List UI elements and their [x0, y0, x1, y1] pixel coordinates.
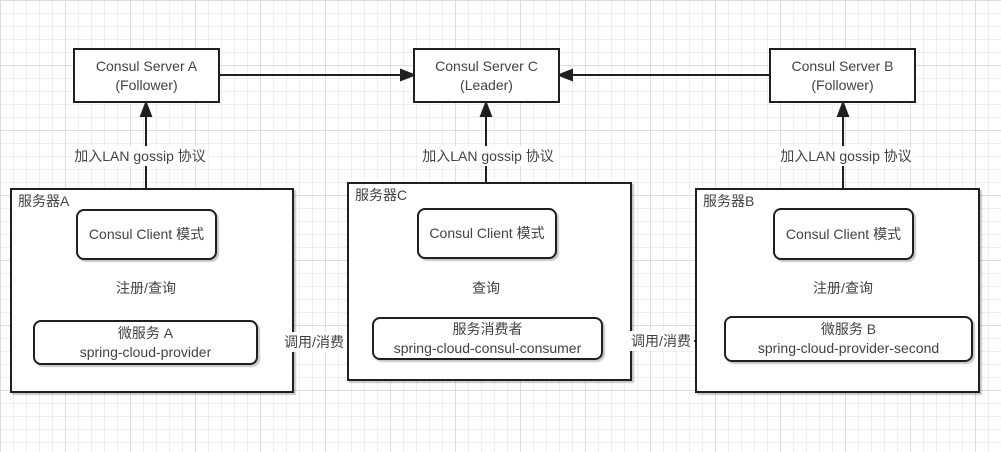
consul-client-a-box: Consul Client 模式: [76, 209, 217, 260]
arrowhead-b-to-c: [556, 68, 573, 82]
gossip-label-c: 加入LAN gossip 协议: [419, 146, 557, 166]
consul-server-a-name: Consul Server A: [95, 57, 198, 74]
microservice-a-artifact: spring-cloud-provider: [79, 343, 212, 360]
query-label-c: 查询: [469, 278, 503, 298]
call-consume-label-left: 调用/消费: [281, 332, 347, 352]
register-query-label-a: 注册/查询: [113, 278, 179, 298]
consul-server-c-role: (Leader): [460, 76, 513, 93]
service-consumer-artifact: spring-cloud-consul-consumer: [393, 339, 582, 356]
host-b-label: 服务器B: [703, 193, 755, 209]
host-c-label: 服务器C: [355, 187, 408, 203]
call-consume-label-right: 调用/消费: [628, 331, 694, 351]
consul-server-b-role: (Follower): [811, 76, 874, 93]
service-consumer-box: 服务消费者 spring-cloud-consul-consumer: [372, 317, 603, 360]
arrowhead-gossip-a: [139, 100, 153, 117]
gossip-label-b: 加入LAN gossip 协议: [777, 146, 915, 166]
arrowhead-gossip-c: [479, 100, 493, 117]
microservice-b-box: 微服务 B spring-cloud-provider-second: [724, 316, 973, 362]
consul-server-c-name: Consul Server C: [435, 57, 538, 74]
consul-server-b-name: Consul Server B: [791, 57, 894, 74]
register-query-label-b: 注册/查询: [810, 278, 876, 298]
host-a-label: 服务器A: [18, 193, 70, 209]
consul-server-a-role: (Follower): [115, 76, 178, 93]
consul-client-a-text: Consul Client 模式: [88, 226, 205, 242]
consul-server-b-box: Consul Server B (Follower): [769, 48, 916, 103]
microservice-b-artifact: spring-cloud-provider-second: [757, 340, 940, 356]
consul-client-c-text: Consul Client 模式: [429, 225, 545, 241]
microservice-a-box: 微服务 A spring-cloud-provider: [33, 320, 258, 365]
consul-client-b-text: Consul Client 模式: [785, 225, 902, 242]
gossip-label-a: 加入LAN gossip 协议: [71, 146, 209, 166]
consul-server-a-box: Consul Server A (Follower): [73, 48, 220, 103]
consul-client-c-box: Consul Client 模式: [417, 208, 557, 259]
consul-server-c-box: Consul Server C (Leader): [413, 48, 560, 103]
arrowhead-gossip-b: [836, 100, 850, 117]
consul-client-b-box: Consul Client 模式: [773, 208, 914, 260]
service-consumer-name: 服务消费者: [452, 320, 523, 337]
microservice-b-name: 微服务 B: [820, 321, 877, 337]
microservice-a-name: 微服务 A: [117, 324, 174, 341]
